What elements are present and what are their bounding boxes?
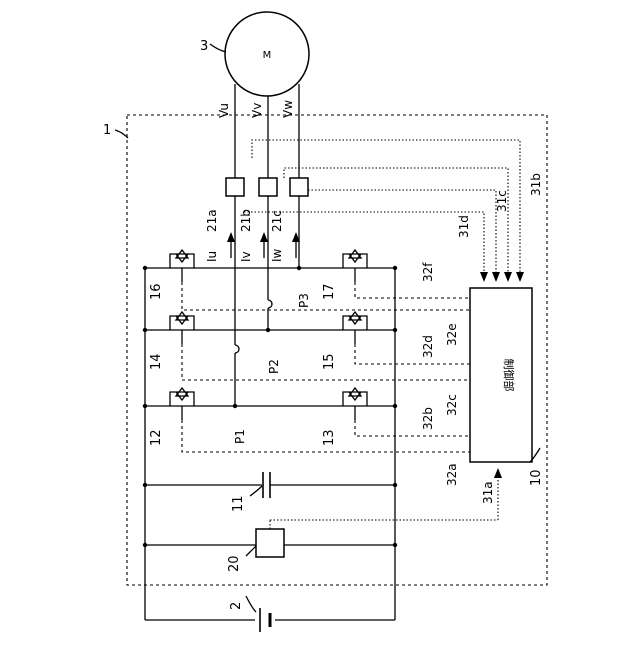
label-32f: 32f [421,262,435,282]
phase-lines [235,84,299,406]
label-p1: P1 [233,429,247,444]
motor: M [225,12,309,96]
label-31a: 31a [481,481,495,504]
label-31d: 31d [457,215,471,238]
label-12: 12 [149,429,164,446]
switch-12 [170,388,194,420]
label-p3: P3 [297,293,311,308]
label-p2: P2 [267,359,281,374]
label-vu: Vu [217,103,231,118]
label-iw: Iw [270,248,284,262]
label-iv: Iv [239,251,253,262]
label-15: 15 [322,353,337,370]
switch-15 [343,312,367,344]
phase-current-sensors [226,178,308,196]
capacitor [145,472,395,498]
controller-label: 制御部 [502,359,516,392]
label-vw: Vw [281,100,295,118]
current-sensor-20 [145,520,498,557]
label-32a: 32a [445,463,459,486]
switch-14 [170,312,194,344]
label-14: 14 [149,353,164,370]
battery [260,608,270,632]
label-31b: 31b [529,173,543,196]
label-13: 13 [322,429,337,446]
current-arrows [227,232,300,258]
label-vv: Vv [250,103,264,118]
switch-17 [343,250,367,282]
sensor-21c [290,178,308,196]
switch-16 [170,250,194,282]
label-21c: 21c [270,210,284,232]
label-2: 2 [229,602,244,610]
controller: 制御部 [470,288,532,462]
label-16: 16 [149,283,164,300]
switch-13 [343,388,367,420]
label-32e: 32e [445,323,459,346]
sensor-21a [226,178,244,196]
label-21b: 21b [239,209,253,232]
label-31c: 31c [495,190,509,212]
label-10: 10 [529,469,544,486]
label-20: 20 [227,555,242,572]
label-1: 1 [103,123,111,138]
label-21a: 21a [205,209,219,232]
label-17: 17 [322,283,337,300]
label-32d: 32d [421,335,435,358]
motor-label: M [263,50,272,61]
label-32c: 32c [445,394,459,416]
label-32b: 32b [421,407,435,430]
label-11: 11 [231,495,246,512]
sensor-21b [259,178,277,196]
label-iu: Iu [205,251,219,262]
label-3: 3 [200,39,208,54]
